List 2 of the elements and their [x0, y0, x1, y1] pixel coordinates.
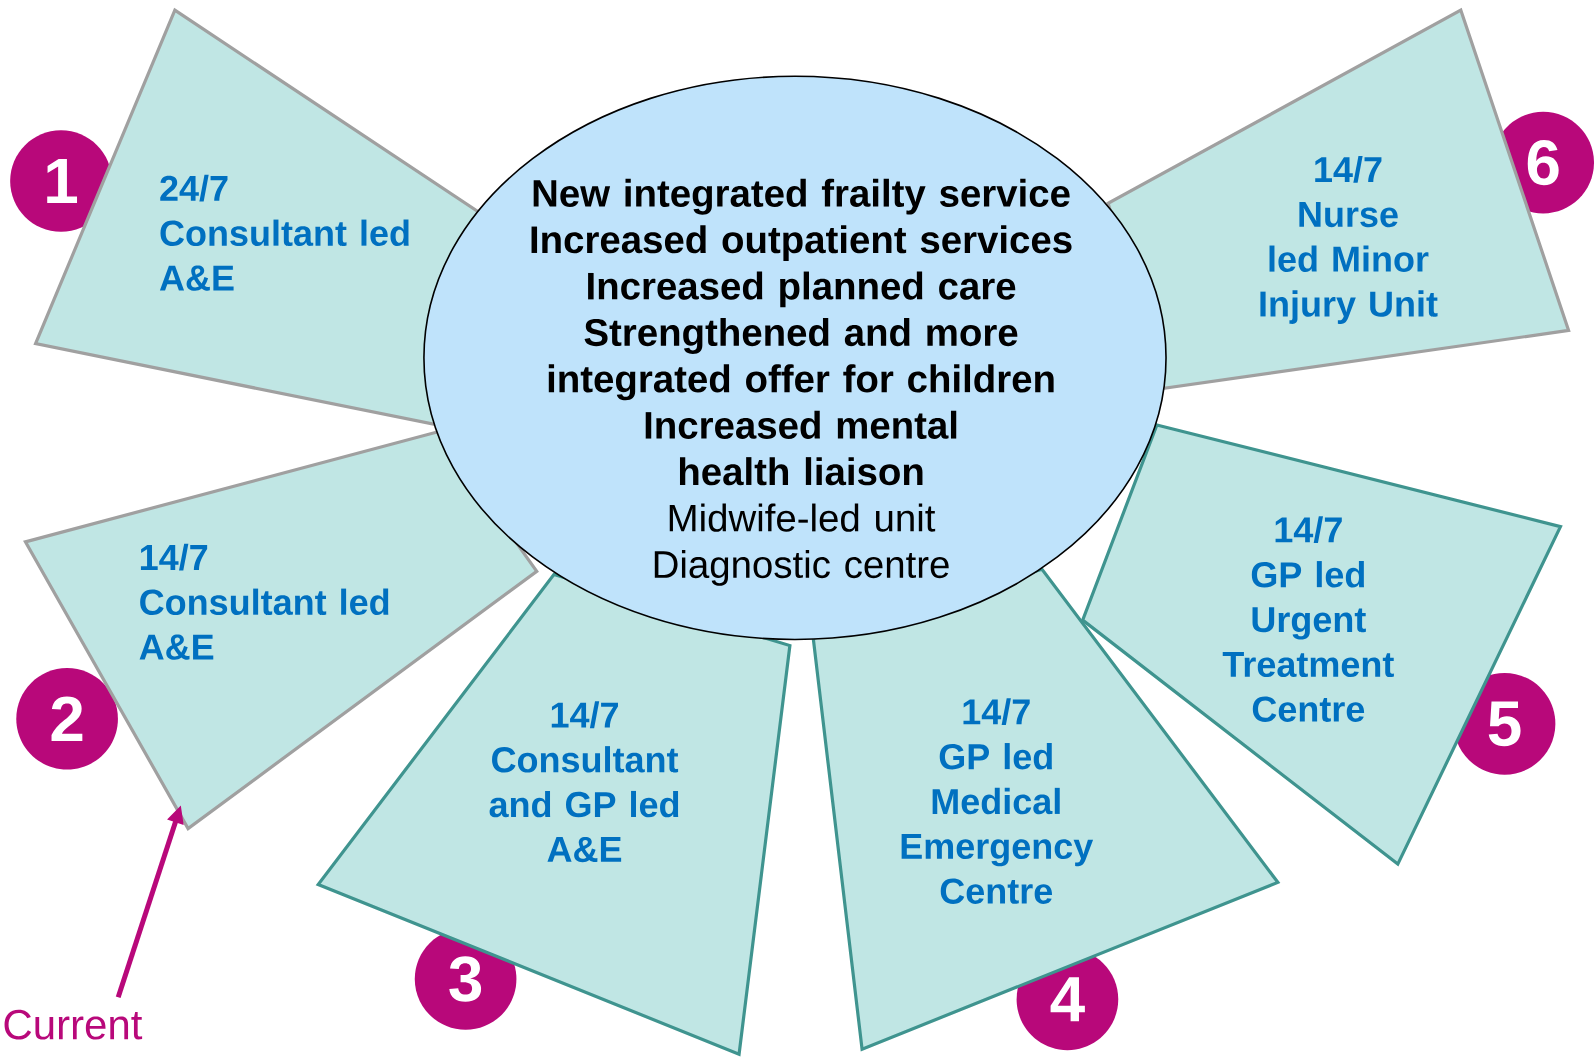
current-label: Current: [4, 1009, 143, 1040]
node-label: 14/7: [1275, 516, 1342, 543]
